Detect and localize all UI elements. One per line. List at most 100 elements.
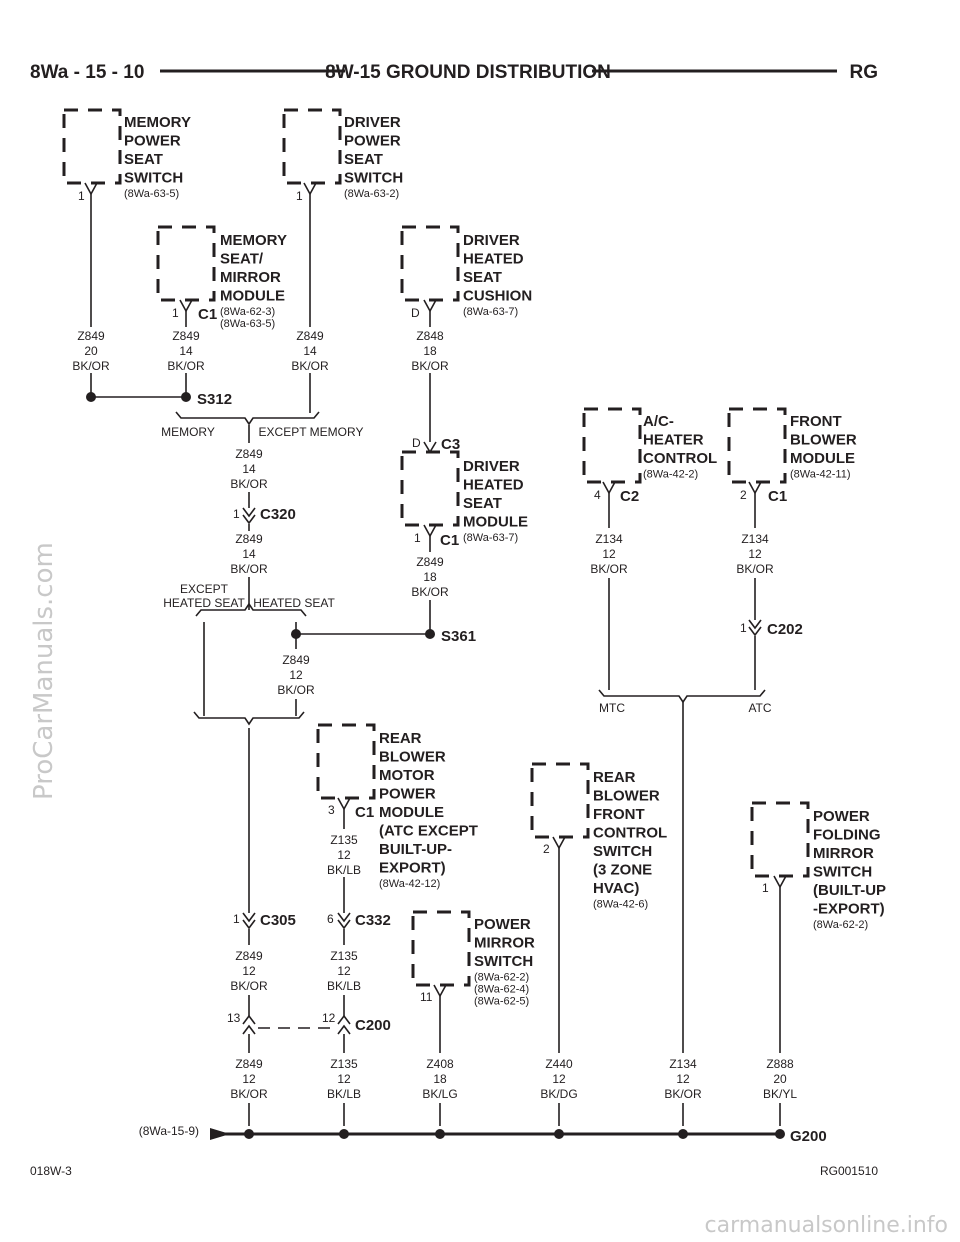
connector-pin: 6 [327, 912, 334, 926]
component-box [750, 801, 810, 878]
connector-label: C305 [260, 912, 296, 929]
splice-s312: S312 [86, 391, 232, 408]
component-name-line: POWER [474, 916, 531, 933]
component-name-line: CONTROL [643, 450, 717, 467]
connector-symbol [242, 912, 256, 930]
component-name-line: (3 ZONE [593, 862, 652, 879]
connector-symbol [242, 1014, 256, 1035]
component-name-line: SEAT [124, 151, 163, 168]
pin-fork [303, 182, 317, 196]
wire-circuit: Z849 [235, 447, 263, 461]
connector-symbol [242, 507, 256, 525]
pin-fork [423, 299, 437, 313]
pin-label: 3 [328, 803, 335, 817]
connector-label: C1 [440, 532, 459, 549]
component-name-line: MODULE [379, 804, 444, 821]
wire-circuit: Z849 [296, 329, 324, 343]
component-name-line: SEAT [344, 151, 383, 168]
connector-c320: 1 C320 [233, 506, 296, 525]
component-name-line: SEAT [463, 495, 502, 512]
component-reference: (8Wa-62-2) [474, 972, 529, 984]
pin-fork [337, 797, 351, 811]
connector-symbol [748, 619, 762, 637]
component-name-line: POWER [813, 808, 870, 825]
component-name-line: SEAT/ [220, 251, 264, 268]
component-name-line: -EXPORT) [813, 901, 885, 918]
wire-circuit: Z849 [235, 949, 263, 963]
component-name-line: MIRROR [220, 269, 281, 286]
pin-label: 11 [420, 990, 433, 1004]
connector-label: C332 [355, 912, 391, 929]
component-box [400, 450, 460, 527]
wire-color: BK/OR [230, 562, 268, 576]
wire-circuit: Z135 [330, 833, 358, 847]
wire-gauge: 12 [676, 1072, 690, 1086]
connector-label: C202 [767, 621, 803, 638]
option-brace [598, 689, 766, 704]
option-brace [195, 602, 307, 617]
pin-label: D [411, 306, 420, 320]
wire-color: BK/OR [230, 979, 268, 993]
option-label: ATC [748, 701, 771, 715]
component-pins: 1 1 1 C1 D D C3 1 C1 4 C2 2 C1 3 C1 2 11… [78, 189, 787, 1004]
wire-color: BK/DG [540, 1087, 577, 1101]
option-brace [175, 411, 320, 426]
pin-label: 1 [762, 881, 769, 895]
component-reference: (8Wa-63-7) [463, 306, 518, 318]
component-name-line: DRIVER [463, 232, 520, 249]
component-name-line: REAR [379, 730, 422, 747]
wire-gauge: 14 [179, 344, 193, 358]
option-label: HEATED SEAT [163, 596, 245, 610]
component-name-line: SWITCH [593, 843, 652, 860]
component-box [62, 108, 122, 185]
wire-gauge: 14 [303, 344, 317, 358]
ground-reference: (8Wa-15-9) [139, 1124, 199, 1138]
option-label: MEMORY [161, 425, 215, 439]
splice-s361: S361 [291, 628, 476, 645]
wire-circuit: Z849 [235, 1057, 263, 1071]
component-name-line: POWER [124, 133, 181, 150]
component-name-line: (BUILT-UP [813, 882, 886, 899]
wire-gauge: 12 [337, 848, 351, 862]
component-name-line: MOTOR [379, 767, 435, 784]
wire-color: BK/OR [411, 359, 449, 373]
pin-fork [602, 481, 616, 495]
component-box [316, 723, 376, 800]
splice-dot [425, 629, 435, 639]
component-reference: (8Wa-42-11) [790, 469, 851, 481]
component-name-line: A/C- [643, 413, 674, 430]
component-name-line: HVAC) [593, 880, 639, 897]
pin-label: 1 [172, 306, 179, 320]
component-name-line: EXPORT) [379, 860, 446, 877]
wire-gauge: 12 [337, 964, 351, 978]
connector-c202: 1 C202 [740, 619, 803, 638]
component-reference: (8Wa-62-3) [220, 306, 275, 318]
wire-gauge: 14 [242, 462, 256, 476]
wire-circuit: Z134 [669, 1057, 697, 1071]
component-box [400, 225, 460, 302]
wire-circuit: Z135 [330, 949, 358, 963]
component-box [156, 225, 216, 302]
wire-gauge: 20 [773, 1072, 787, 1086]
option-braces: MEMORY EXCEPT MEMORY EXCEPT HEATED SEAT … [161, 411, 772, 726]
component-reference: (8Wa-63-7) [463, 532, 518, 544]
page-header: 8Wa - 15 - 10 8W-15 GROUND DISTRIBUTION … [30, 62, 878, 83]
wires [90, 194, 781, 1126]
connector-symbol [337, 912, 351, 930]
figure-code: 018W-3 [30, 1164, 72, 1178]
page-footer: 018W-3 RG001510 [30, 1164, 878, 1178]
splice-dot [181, 392, 191, 402]
